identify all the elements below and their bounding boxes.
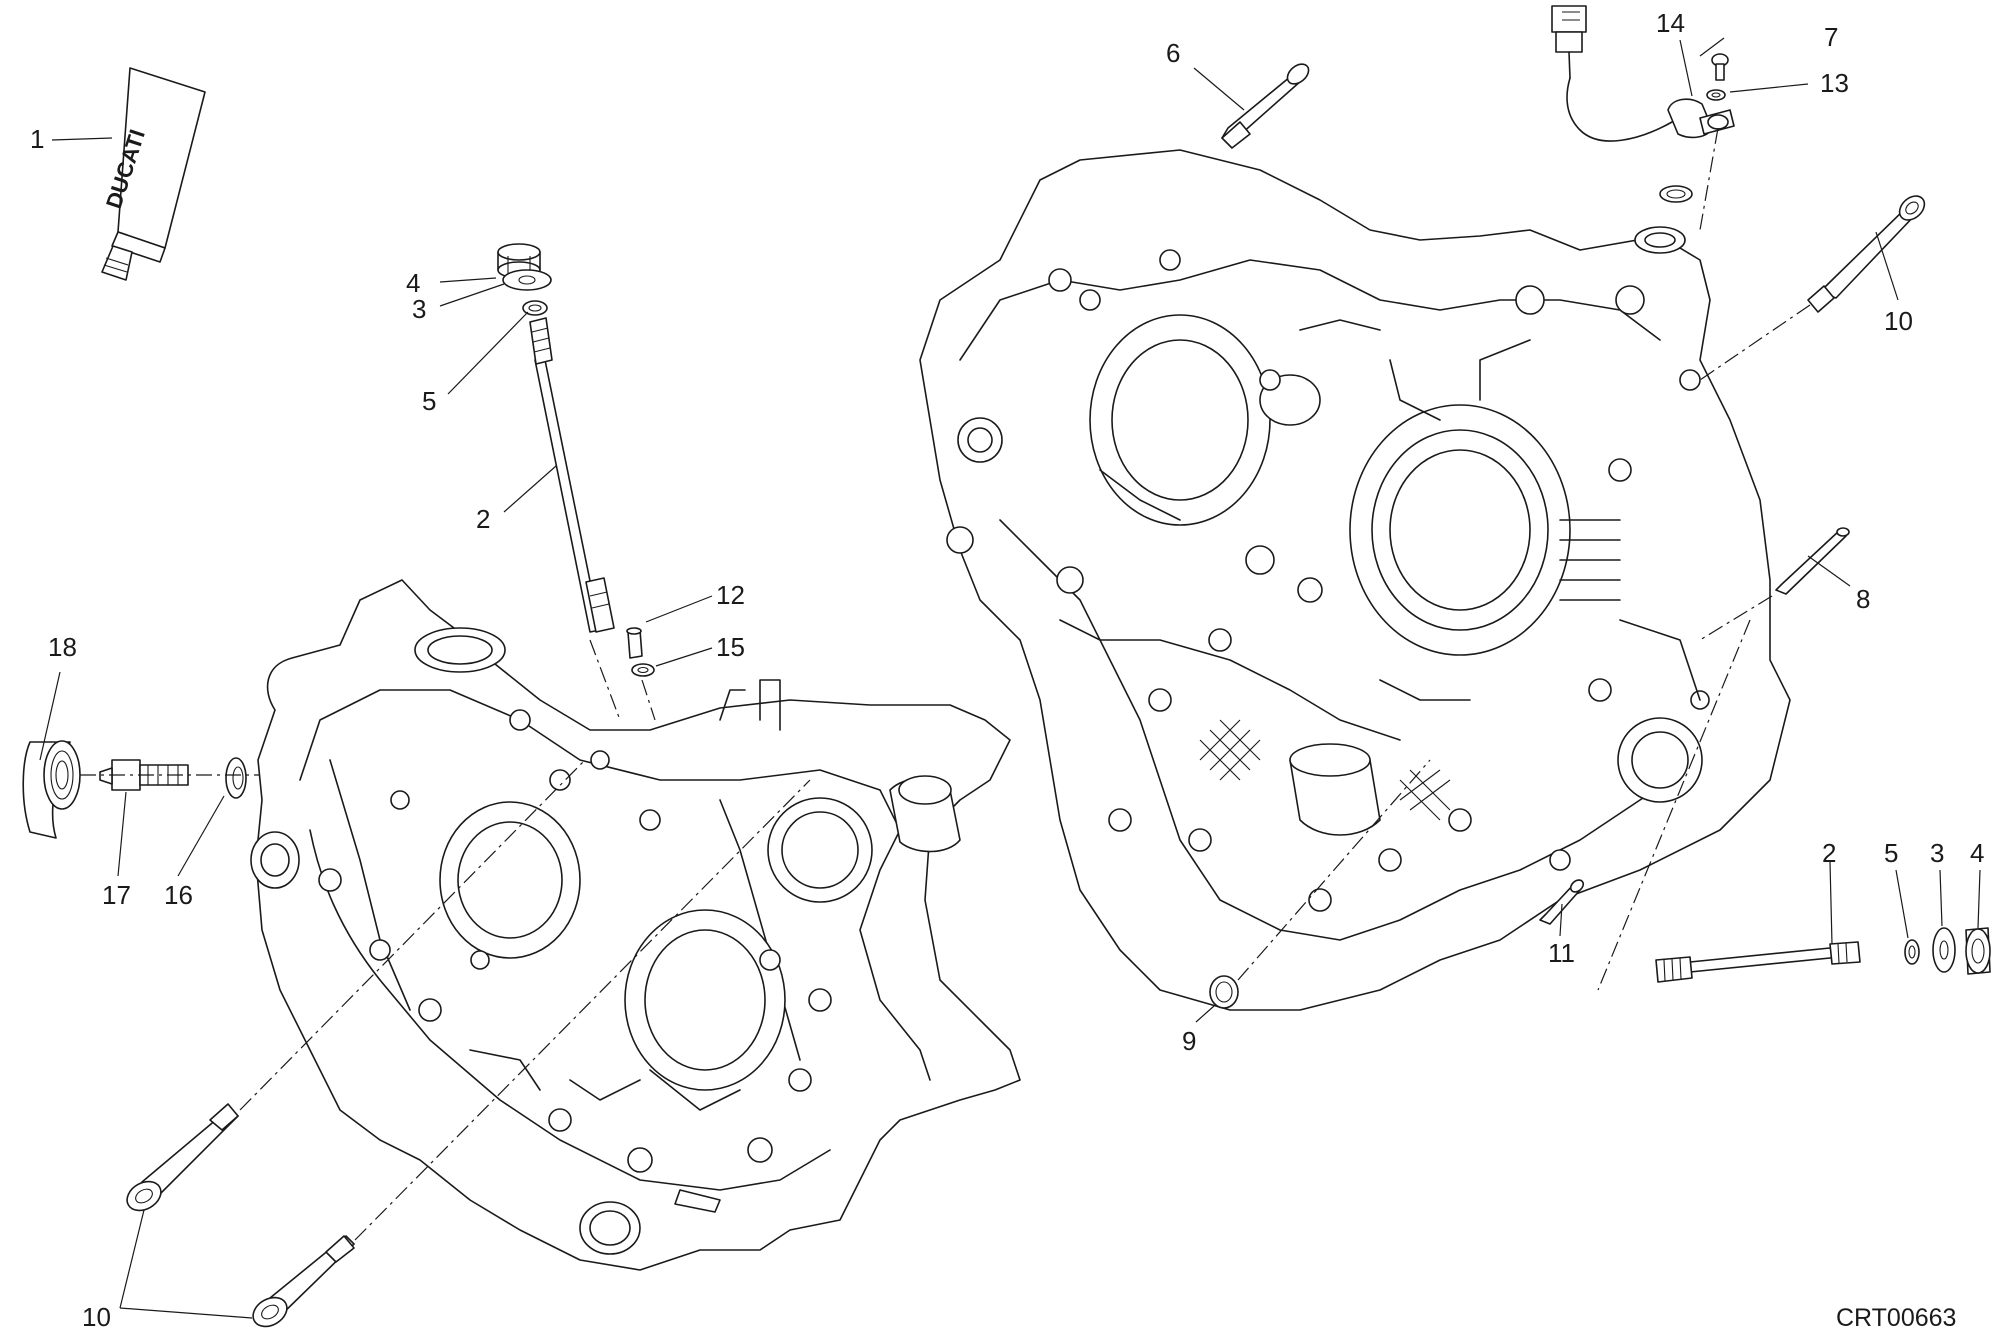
callout-18: 18 — [48, 632, 77, 662]
part-9-oring — [1209, 975, 1239, 1009]
part-10-bolt-right — [1807, 195, 1926, 313]
part-13-washer — [1706, 89, 1726, 101]
callout-13: 13 — [1820, 68, 1849, 98]
part-5-ring-left — [522, 300, 548, 316]
callout-6: 6 — [1166, 38, 1180, 68]
part-7-screw — [1711, 53, 1729, 81]
part-8-stud — [1775, 527, 1850, 595]
part-18-cap — [22, 740, 81, 839]
callout-17: 17 — [102, 880, 131, 910]
part-2-stud-right — [1655, 941, 1861, 983]
callout-7: 7 — [1824, 22, 1838, 52]
part-14-oring — [1659, 185, 1693, 203]
drawing-code: CRT00663 — [1836, 1304, 1956, 1332]
part-10-bolt-left-lower — [252, 1235, 355, 1328]
callout-15: 15 — [716, 632, 745, 662]
callout-8: 8 — [1856, 584, 1870, 614]
part-11-screw — [1539, 879, 1585, 925]
right-crankcase-half — [919, 149, 1791, 1011]
part-1-sealant-tube: DUCATI — [101, 67, 206, 281]
callout-3-left: 3 — [412, 294, 426, 324]
left-crankcase-half — [250, 579, 1021, 1271]
part-6-bolt — [1221, 63, 1310, 149]
part-5-ring-right — [1904, 939, 1920, 965]
callout-3-right: 3 — [1930, 838, 1944, 868]
callout-9: 9 — [1182, 1026, 1196, 1056]
part-15-oring — [631, 663, 655, 677]
callout-1: 1 — [30, 124, 44, 154]
callout-5-left: 5 — [422, 386, 436, 416]
callout-2-right: 2 — [1822, 838, 1836, 868]
callout-4-left: 4 — [406, 268, 420, 298]
callout-2-left: 2 — [476, 504, 490, 534]
callout-4-right: 4 — [1970, 838, 1984, 868]
part-3-washer-right — [1932, 927, 1956, 973]
part-2-stud-left — [529, 317, 615, 633]
part-3-washer-left — [502, 269, 552, 291]
part-14-sensor — [1551, 5, 1735, 142]
callout-10-right: 10 — [1884, 306, 1913, 336]
callout-11: 11 — [1548, 938, 1575, 968]
part-10-bolt-left-upper — [126, 1103, 239, 1212]
part-16-washer — [225, 757, 247, 799]
callout-5-right: 5 — [1884, 838, 1898, 868]
callout-16: 16 — [164, 880, 193, 910]
part-12-dowel — [626, 627, 643, 659]
callout-12: 12 — [716, 580, 745, 610]
callout-10-left: 10 — [82, 1302, 111, 1332]
callout-14: 14 — [1656, 8, 1685, 38]
part-4-nut-right — [1965, 927, 1991, 975]
